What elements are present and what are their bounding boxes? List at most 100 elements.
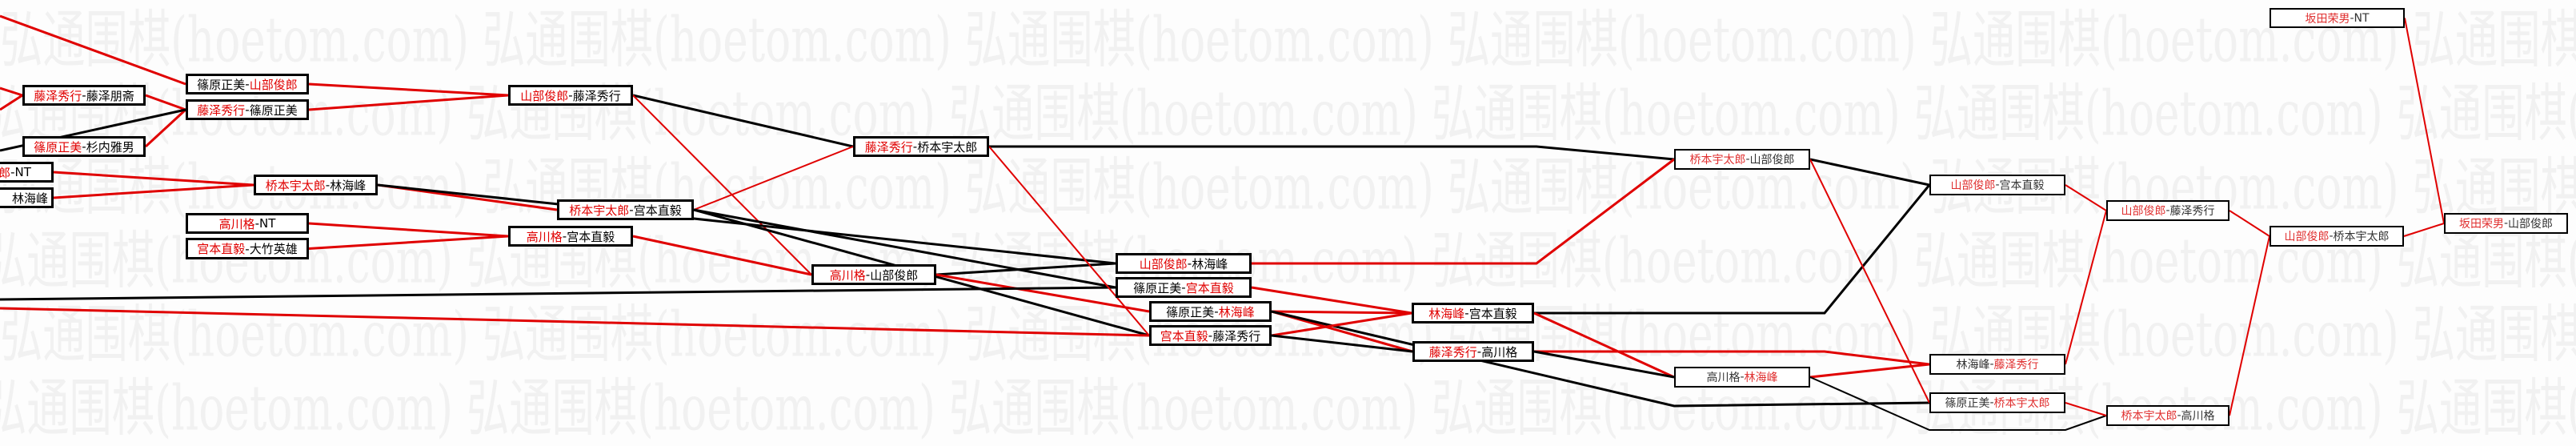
player-left: 坂田荣男 — [2305, 12, 2350, 26]
match-box[interactable]: 林海峰-藤泽秀行 — [1929, 354, 2065, 375]
winner-connector-line — [2403, 223, 2445, 237]
player-right: 高川格 — [1481, 344, 1518, 360]
player-right: 藤泽秀行 — [2169, 205, 2215, 218]
winner-connector-line — [2065, 184, 2107, 211]
player-right: NT — [259, 216, 276, 231]
loser-connector-line — [1533, 350, 1675, 379]
loser-connector-line — [1809, 158, 1930, 187]
match-box[interactable]: 宫本直毅-藤泽秀行 — [1149, 325, 1272, 346]
winner-connector-line — [0, 94, 23, 111]
separator: - — [1740, 371, 1745, 384]
match-box[interactable]: 篠原正美-杉内雅男 — [22, 136, 146, 157]
player-left: 篠原正美 — [34, 139, 82, 155]
winner-connector-line — [145, 94, 186, 111]
winner-connector-line — [1809, 159, 1930, 404]
separator: - — [82, 139, 86, 154]
winner-connector-line — [1271, 310, 1412, 315]
player-left: 藤泽秀行 — [197, 102, 246, 118]
match-box[interactable]: 篠原正美-山部俊郎 — [186, 74, 309, 94]
player-left: 宫本直毅 — [1160, 328, 1208, 344]
winner-connector-line — [1533, 311, 1675, 379]
winner-connector-line — [632, 235, 812, 276]
match-box[interactable]: 桥本宇太郎-高川格 — [2106, 405, 2229, 426]
winner-connector-line — [0, 307, 1150, 337]
watermark-text: 弘通围棋(hoetom.com) 弘通围棋(hoetom.com) 弘通围棋(h… — [0, 224, 2576, 298]
player-left: 篠原正美 — [197, 77, 246, 92]
player-left: 高川格 — [1706, 372, 1741, 384]
separator: - — [2329, 230, 2334, 243]
player-right: 林海峰 — [11, 191, 48, 206]
separator: - — [1464, 306, 1469, 320]
separator: - — [1745, 153, 1750, 166]
match-box[interactable]: 桥本宇太郎-山部俊郎 — [1674, 149, 1810, 170]
match-box[interactable]: 藤泽秀行-高川格 — [1412, 341, 1534, 362]
loser-connector-line — [632, 94, 854, 148]
match-box[interactable]: 篠原正美-桥本宇太郎 — [1929, 392, 2065, 413]
player-left: 坂田荣男 — [2458, 218, 2504, 231]
player-right: 山部俊郎 — [870, 267, 919, 283]
player-right: 林海峰 — [1192, 256, 1228, 271]
loser-connector-line — [693, 208, 1116, 289]
match-box[interactable]: 宫本直毅-大竹英雄 — [186, 238, 309, 259]
winner-connector-line — [53, 171, 254, 187]
player-right: 桥本宇太郎 — [2333, 231, 2390, 243]
match-box[interactable]: 山部俊郎-藤泽秀行 — [508, 85, 633, 106]
loser-connector-line — [1271, 334, 1413, 353]
separator: - — [325, 178, 331, 192]
winner-connector-line — [308, 82, 509, 97]
match-box[interactable]: 高川格-林海峰 — [1674, 367, 1810, 388]
match-box[interactable]: 高川格-NT — [186, 213, 309, 234]
player-left: 高川格 — [218, 216, 255, 231]
separator: - — [912, 139, 918, 154]
player-left: 桥本宇太郎 — [265, 178, 326, 193]
separator: - — [562, 229, 567, 243]
separator: - — [629, 203, 634, 217]
match-box[interactable]: 藤泽秀行-桥本宇太郎 — [853, 136, 989, 157]
player-right: 大竹英雄 — [249, 242, 298, 256]
player-right: 藤泽秀行 — [572, 88, 621, 103]
match-box[interactable]: 山部俊郎-藤泽秀行 — [2106, 200, 2229, 221]
winner-connector-line — [1271, 311, 1412, 337]
separator: - — [1208, 328, 1213, 343]
match-box[interactable]: 高川格-山部俊郎 — [811, 264, 936, 285]
player-left: 篠原正美 — [1945, 397, 1990, 410]
player-left: 篠原正美 — [1133, 280, 1182, 295]
match-box[interactable]: 篠原正美-林海峰 — [1149, 301, 1272, 322]
match-box[interactable]: 山部俊郎-桥本宇太郎 — [2270, 226, 2404, 247]
player-left: 藤泽秀行 — [864, 139, 913, 155]
player-right: 宫本直毅 — [1999, 179, 2045, 192]
match-box[interactable]: 林海峰 — [0, 187, 54, 208]
winner-connector-line — [1534, 350, 1930, 366]
match-box[interactable]: 桥本宇太郎-林海峰 — [254, 175, 378, 195]
separator: - — [10, 165, 15, 179]
player-right: 杉内雅男 — [86, 139, 134, 155]
player-left: 桥本宇太郎 — [2121, 410, 2177, 423]
player-right: 桥本宇太郎 — [917, 139, 978, 155]
separator: - — [254, 216, 260, 231]
separator: - — [245, 241, 250, 256]
match-box[interactable]: 高川格-宫本直毅 — [508, 226, 633, 247]
player-left: 山部俊郎 — [1950, 179, 1996, 192]
loser-connector-line — [1271, 310, 1930, 408]
match-box[interactable]: 桥本宇太郎-NT — [0, 162, 54, 183]
match-box[interactable]: 林海峰-宫本直毅 — [1412, 303, 1534, 323]
player-right: 桥本宇太郎 — [1993, 397, 2050, 410]
match-box[interactable]: 坂田荣男-NT — [2270, 8, 2405, 28]
separator: - — [245, 77, 250, 91]
separator: - — [2350, 11, 2354, 25]
separator: - — [1214, 304, 1219, 319]
match-box[interactable]: 山部俊郎-宫本直毅 — [1929, 175, 2065, 195]
player-left: 高川格 — [829, 267, 866, 283]
match-box[interactable]: 桥本宇太郎-宫本直毅 — [557, 199, 694, 220]
player-right: 山部俊郎 — [249, 77, 298, 92]
match-box[interactable]: 山部俊郎-林海峰 — [1116, 253, 1252, 274]
match-box[interactable]: 坂田荣男-山部俊郎 — [2444, 213, 2568, 234]
player-left: 山部俊郎 — [2121, 205, 2166, 218]
match-box[interactable]: 篠原正美-宫本直毅 — [1116, 277, 1252, 298]
match-box[interactable]: 藤泽秀行-藤泽朋斋 — [22, 85, 146, 106]
separator: - — [82, 88, 86, 102]
winner-connector-line — [2404, 18, 2445, 224]
separator: - — [1181, 280, 1186, 295]
match-box[interactable]: 藤泽秀行-篠原正美 — [186, 99, 309, 120]
winner-connector-line — [2229, 235, 2270, 416]
